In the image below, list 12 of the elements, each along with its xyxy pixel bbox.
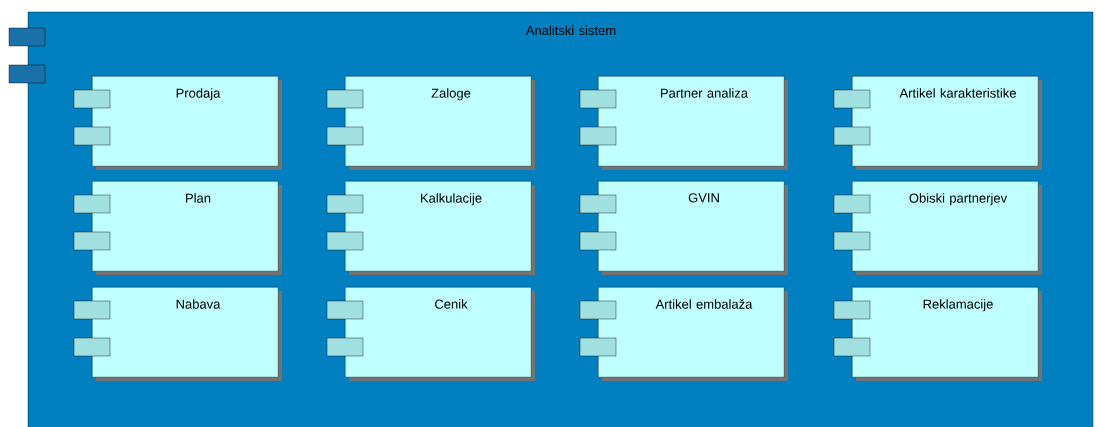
- component-box: Kalkulacije: [326, 181, 535, 275]
- component-box: Artikel karakteristike: [833, 76, 1042, 170]
- component-box: Nabava: [73, 287, 282, 381]
- component-box: Zaloge: [326, 76, 535, 170]
- component-box: Obiski partnerjev: [833, 181, 1042, 275]
- component-box: Plan: [73, 181, 282, 275]
- component-box: Partner analiza: [579, 76, 788, 170]
- component-box: Cenik: [326, 287, 535, 381]
- component-box: Artikel embalaža: [579, 287, 788, 381]
- component-box: Reklamacije: [833, 287, 1042, 381]
- component-box: GVIN: [579, 181, 788, 275]
- component-box: Prodaja: [73, 76, 282, 170]
